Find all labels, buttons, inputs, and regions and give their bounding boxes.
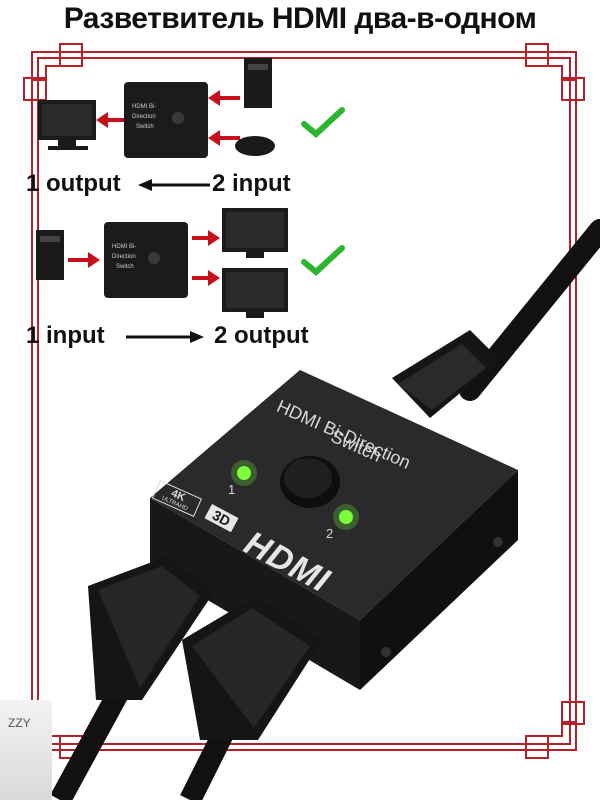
port-label-1: 1 xyxy=(228,482,236,497)
arrow-icon xyxy=(96,112,125,128)
hdmi-cable-top xyxy=(392,219,600,418)
monitor-icon xyxy=(222,268,288,318)
svg-text:HDMI Bi-: HDMI Bi- xyxy=(132,104,156,110)
svg-text:Direction: Direction xyxy=(132,114,156,120)
svg-text:Direction: Direction xyxy=(112,254,136,260)
check-icon xyxy=(301,107,345,138)
mini-switch-icon: HDMI Bi- Direction Switch xyxy=(124,82,208,158)
product-title: Разветвитель HDMI два-в-одном xyxy=(63,2,537,35)
mini-switch-icon: HDMI Bi- Direction Switch xyxy=(104,222,188,298)
pc-tower-icon xyxy=(244,58,272,108)
arrow-icon xyxy=(126,331,204,343)
port-label-2: 2 xyxy=(326,526,334,541)
set-top-box-icon xyxy=(235,136,275,156)
arrow-icon xyxy=(68,252,100,268)
monitor-icon xyxy=(222,208,288,258)
arrow-icon xyxy=(138,179,210,191)
arrow-icon xyxy=(192,230,220,286)
hdmi-cable-left xyxy=(50,556,214,800)
bottom-left-label: 1 input xyxy=(26,322,105,349)
svg-text:HDMI Bi-: HDMI Bi- xyxy=(112,244,136,250)
top-right-label: 2 input xyxy=(212,170,291,197)
check-icon xyxy=(301,245,345,276)
switch-device xyxy=(150,370,518,690)
top-left-label: 1 output xyxy=(26,170,121,197)
watermark-text: ZZY xyxy=(8,716,31,730)
hdmi-cable-right xyxy=(180,596,322,800)
bottom-right-label: 2 output xyxy=(214,322,309,349)
pc-tower-icon xyxy=(36,230,64,280)
watermark-strip xyxy=(0,700,52,800)
monitor-icon xyxy=(38,100,96,150)
svg-text:Switch: Switch xyxy=(116,264,134,270)
svg-text:Switch: Switch xyxy=(136,124,154,130)
arrow-icon xyxy=(208,90,240,146)
